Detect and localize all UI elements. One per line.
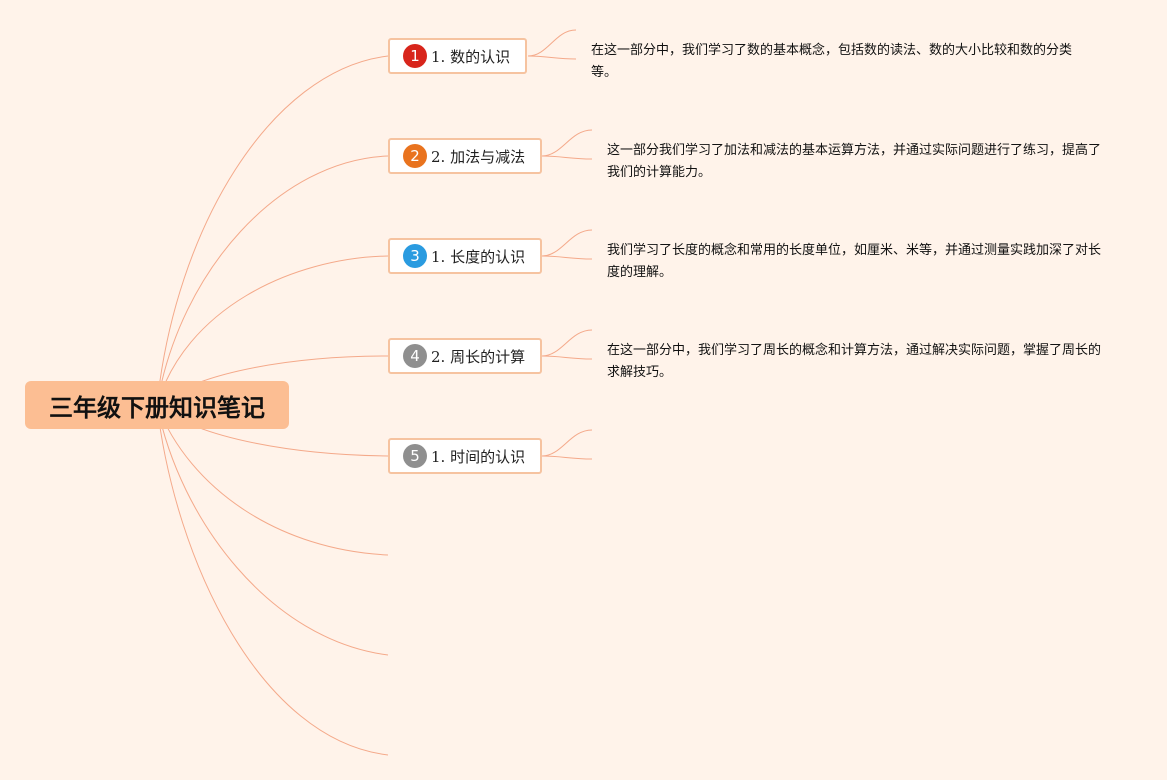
note-fork-1b <box>527 55 577 60</box>
topic-label: 2. 加法与减法 <box>431 147 526 166</box>
topic-3[interactable]: 3 1. 长度的认识 <box>388 238 542 274</box>
topic-label: 1. 长度的认识 <box>431 247 526 266</box>
topic-label: 1. 时间的认识 <box>431 447 526 466</box>
topic-note-3: 我们学习了长度的概念和常用的长度单位，如厘米、米等，并通过测量实践加深了对长度的… <box>607 243 1102 280</box>
topic-note-1: 在这一部分中，我们学习了数的基本概念，包括数的读法、数的大小比较和数的分类等。 <box>591 43 1073 80</box>
note-fork-3a <box>541 229 593 257</box>
priority-5-icon: 5 <box>403 444 427 468</box>
topic-note-4: 在这一部分中，我们学习了周长的概念和计算方法，通过解决实际问题，掌握了周长的求解… <box>607 343 1102 380</box>
note-fork-5a <box>541 429 593 457</box>
note-fork-1a <box>527 29 577 57</box>
root-link-2 <box>156 155 389 406</box>
priority-4-icon: 4 <box>403 344 427 368</box>
topic-2[interactable]: 2 2. 加法与减法 <box>388 138 542 174</box>
topic-note-2: 这一部分我们学习了加法和减法的基本运算方法，并通过实际问题进行了练习，提高了我们… <box>607 143 1102 180</box>
priority-2-icon: 2 <box>403 144 427 168</box>
root-link-6 <box>156 404 389 556</box>
root-link-8 <box>156 404 389 756</box>
root-link-7 <box>156 404 389 656</box>
note-fork-2a <box>541 129 593 157</box>
note-fork-4a <box>541 329 593 357</box>
priority-1-icon: 1 <box>403 44 427 68</box>
topic-label: 1. 数的认识 <box>431 47 511 66</box>
note-fork-5b <box>541 455 593 460</box>
note-fork-4b <box>541 355 593 360</box>
root-title: 三年级下册知识笔记 <box>49 393 265 422</box>
topic-1[interactable]: 1 1. 数的认识 <box>388 38 527 74</box>
root-link-3 <box>156 255 389 406</box>
topic-4[interactable]: 4 2. 周长的计算 <box>388 338 542 374</box>
root-topic[interactable]: 三年级下册知识笔记 <box>25 381 289 429</box>
root-link-1 <box>156 55 389 406</box>
priority-3-icon: 3 <box>403 244 427 268</box>
note-fork-3b <box>541 255 593 260</box>
note-fork-2b <box>541 155 593 160</box>
topic-label: 2. 周长的计算 <box>431 347 526 366</box>
topic-5[interactable]: 5 1. 时间的认识 <box>388 438 542 474</box>
